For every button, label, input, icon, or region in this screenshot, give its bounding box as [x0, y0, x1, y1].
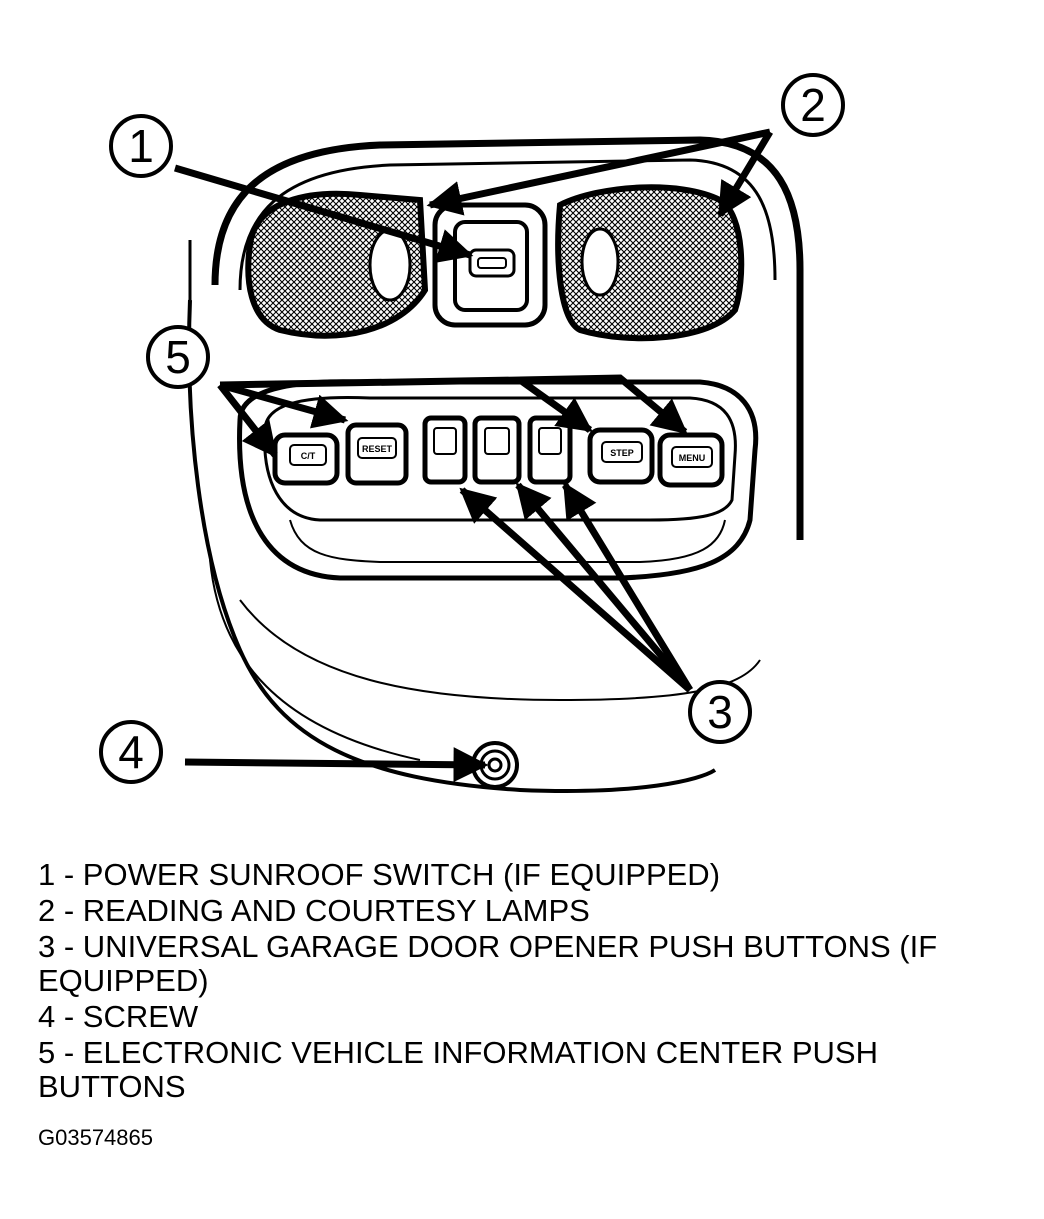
- callout-4: 4: [99, 720, 163, 784]
- callout-1: 1: [109, 114, 173, 178]
- legend-item-5: 5 - ELECTRONIC VEHICLE INFORMATION CENTE…: [38, 1035, 878, 1104]
- arrow-5-to-menu: [519, 374, 688, 435]
- callout-1-number: 1: [128, 120, 154, 172]
- arrow-2-to-right-lamp: [717, 130, 773, 218]
- evic-button-menu: MENU: [657, 432, 725, 488]
- legend-item-4: 4 - SCREW: [38, 999, 199, 1034]
- garage-button-2: [472, 415, 522, 485]
- arrow-3-to-garage-2: [515, 482, 693, 693]
- overhead-console-diagram: C/T RESET STEP MENU: [99, 73, 845, 793]
- leader-arrows: [174, 128, 773, 783]
- callout-4-number: 4: [118, 726, 144, 778]
- garage-button-3: [527, 415, 573, 485]
- arrow-5-to-ct: [217, 382, 278, 458]
- legend-item-3: 3 - UNIVERSAL GARAGE DOOR OPENER PUSH BU…: [38, 929, 938, 998]
- evic-button-ct-label: C/T: [301, 451, 316, 461]
- figure-id: G03574865: [38, 1125, 153, 1150]
- legend-item-1: 1 - POWER SUNROOF SWITCH (IF EQUIPPED): [38, 857, 721, 892]
- legend: 1 - POWER SUNROOF SWITCH (IF EQUIPPED) 2…: [38, 858, 1028, 1106]
- arrow-3-to-garage-1: [459, 487, 693, 693]
- callout-3-number: 3: [707, 686, 733, 738]
- arrow-3-to-garage-3: [562, 482, 693, 692]
- evic-button-menu-label: MENU: [679, 453, 706, 463]
- sunroof-switch: [432, 202, 548, 328]
- evic-button-reset-label: RESET: [362, 444, 393, 454]
- evic-button-step: STEP: [587, 427, 655, 485]
- evic-button-ct: C/T: [272, 432, 340, 486]
- arrow-5-to-reset: [219, 381, 349, 429]
- callout-2: 2: [781, 73, 845, 137]
- garage-button-1: [422, 415, 468, 485]
- evic-button-reset: RESET: [345, 422, 409, 486]
- callout-3: 3: [688, 680, 752, 744]
- callout-5: 5: [146, 325, 210, 389]
- callout-5-number: 5: [165, 331, 191, 383]
- callout-2-number: 2: [800, 79, 826, 131]
- arrow-2-to-left-lamp: [426, 128, 771, 216]
- arrow-1-to-sunroof-switch: [174, 164, 474, 263]
- arrow-4-to-screw: [184, 747, 489, 783]
- evic-button-step-label: STEP: [610, 448, 634, 458]
- legend-item-2: 2 - READING AND COURTESY LAMPS: [38, 893, 590, 928]
- right-reading-lamp: [555, 184, 745, 342]
